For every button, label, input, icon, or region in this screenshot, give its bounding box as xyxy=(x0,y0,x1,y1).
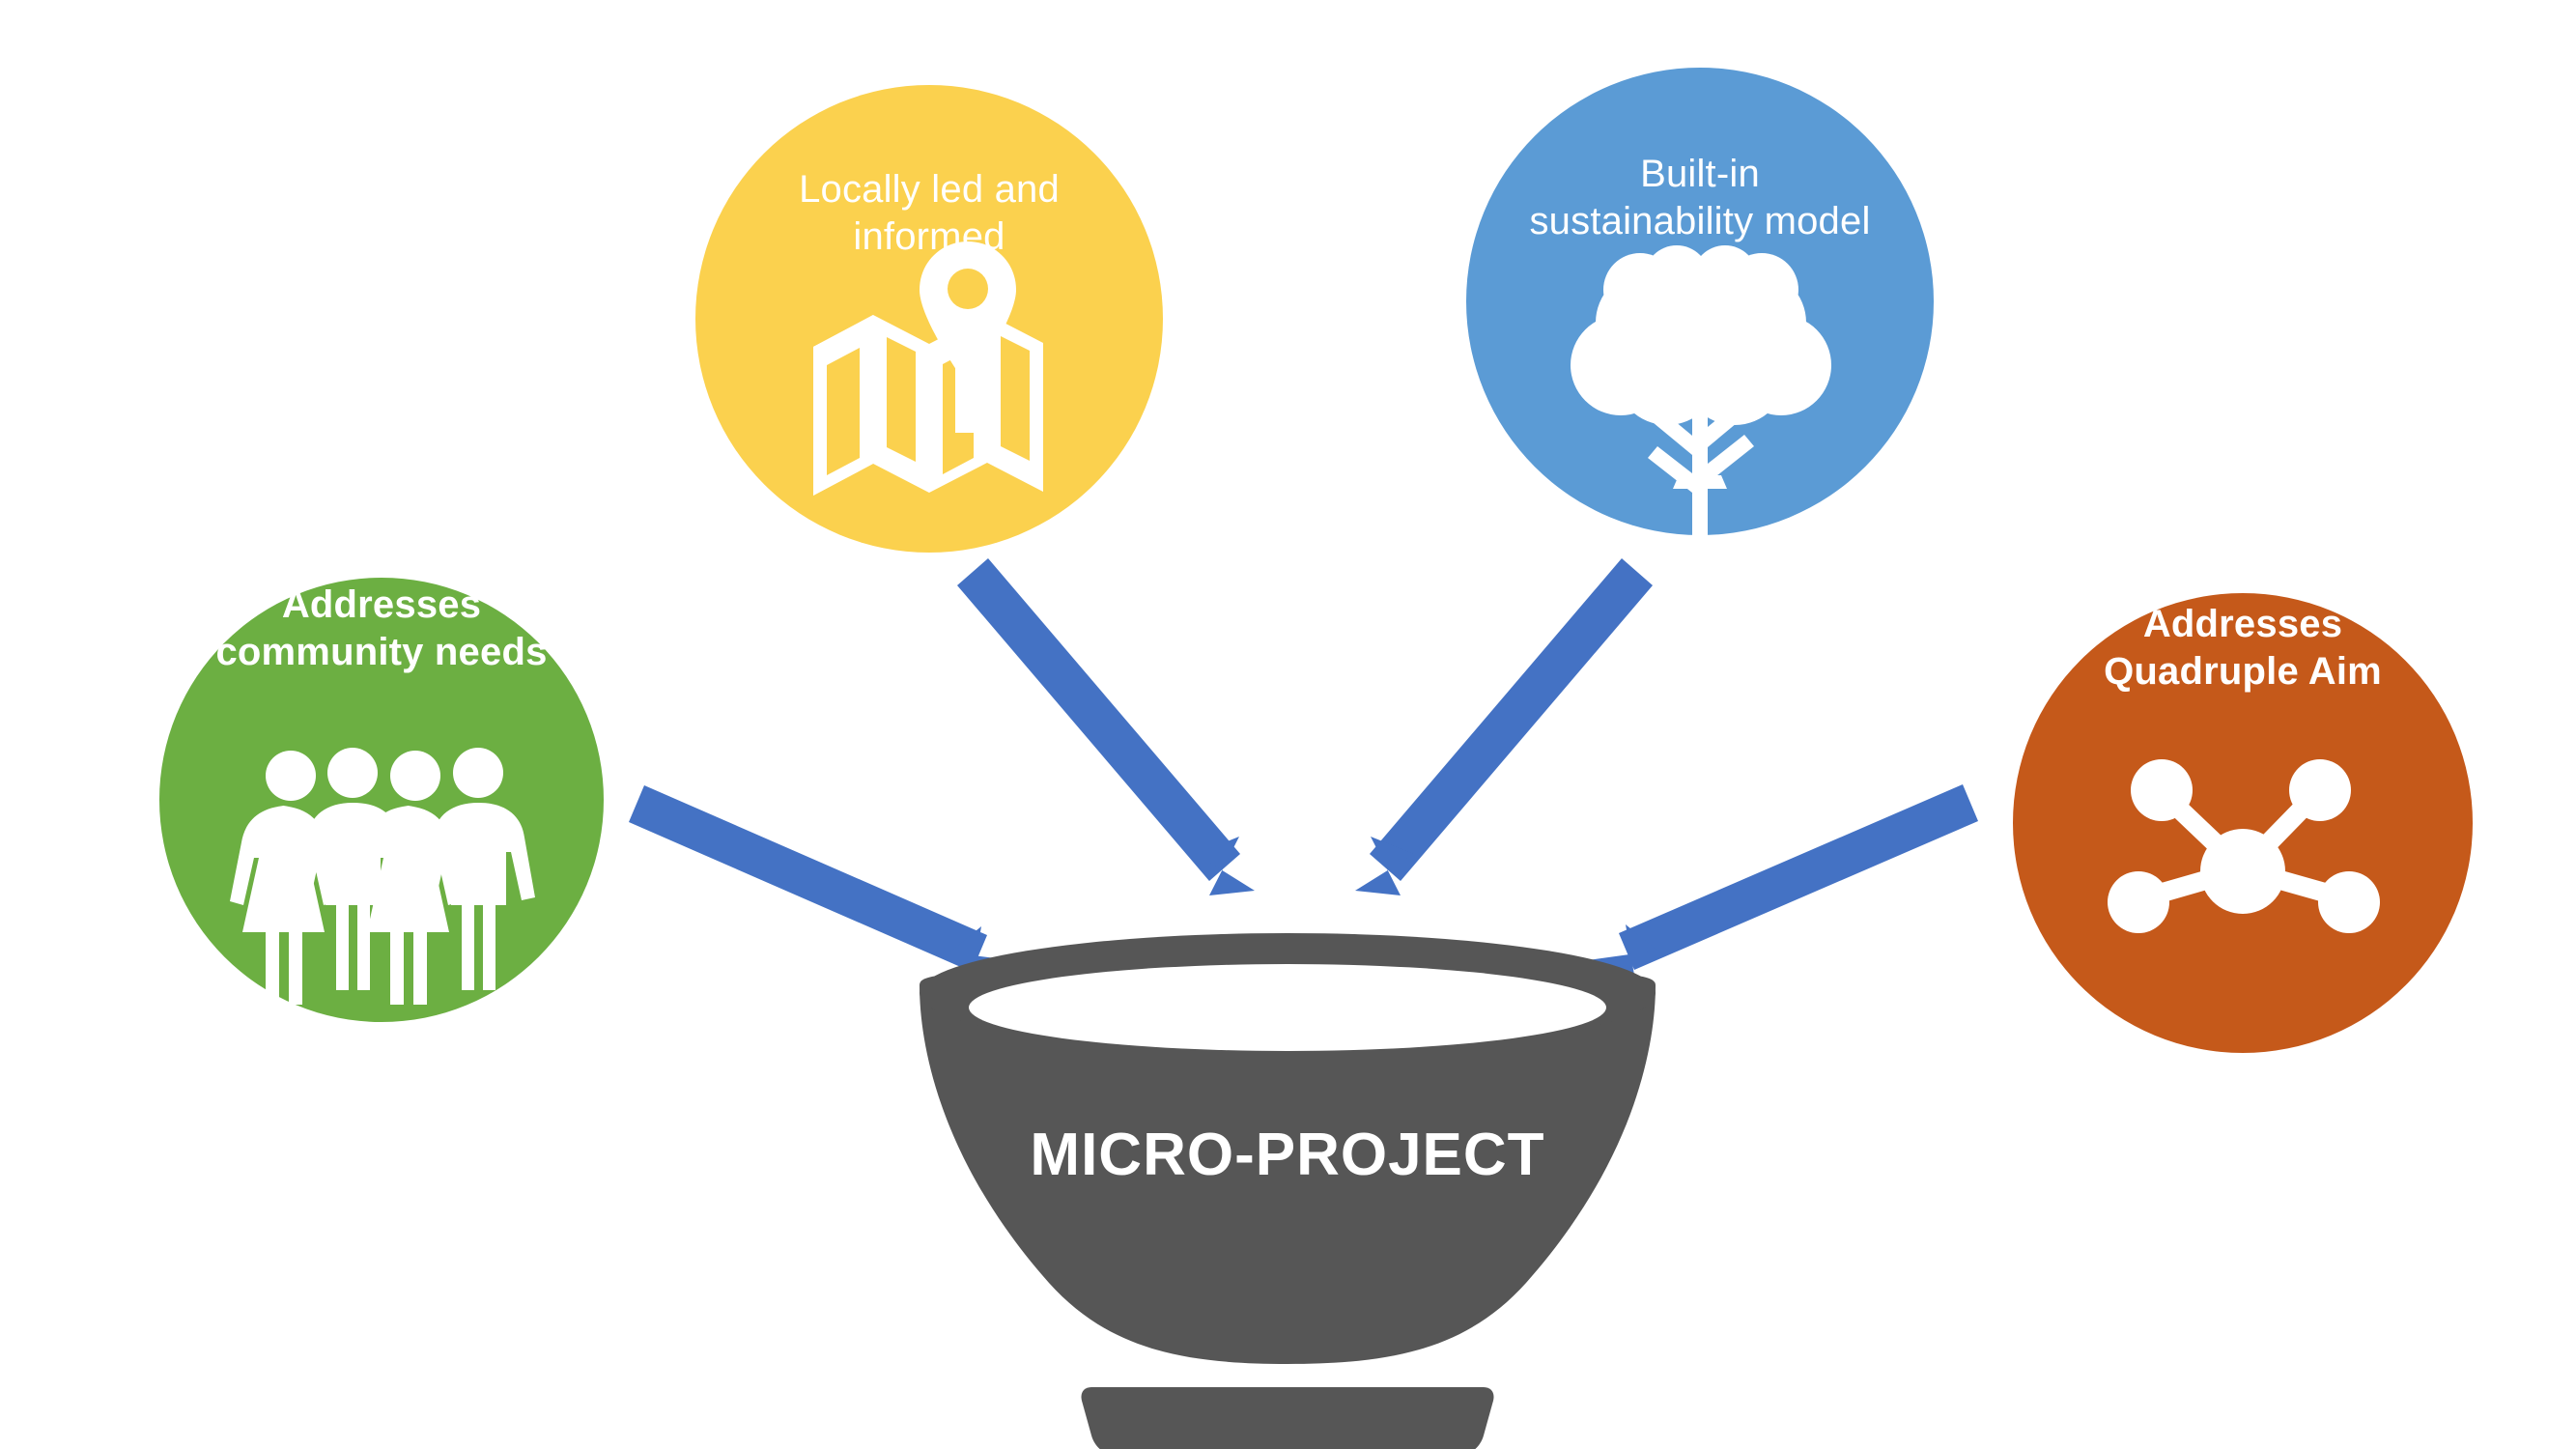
network-nodes-icon xyxy=(2108,759,2380,933)
arrow-community-needs-to-center xyxy=(629,785,1019,982)
bowl-icon xyxy=(920,933,1656,1449)
map-pin-icon xyxy=(813,242,1043,496)
node-quadruple-aim[interactable] xyxy=(2013,593,2473,1053)
node-circle-quadruple-aim xyxy=(2013,593,2473,1053)
arrow-group xyxy=(629,558,1978,982)
arrow-sustainability-to-center xyxy=(1355,558,1653,895)
tree-icon xyxy=(1571,245,1831,578)
node-locally-led[interactable] xyxy=(695,85,1163,553)
node-community-needs[interactable] xyxy=(159,578,604,1022)
arrow-locally-led-to-center xyxy=(957,558,1255,895)
arrow-quadruple-aim-to-center xyxy=(1588,784,1978,980)
node-circle-community-needs xyxy=(159,578,604,1022)
node-sustainability[interactable] xyxy=(1466,68,1934,578)
people-group-icon xyxy=(230,748,535,1005)
